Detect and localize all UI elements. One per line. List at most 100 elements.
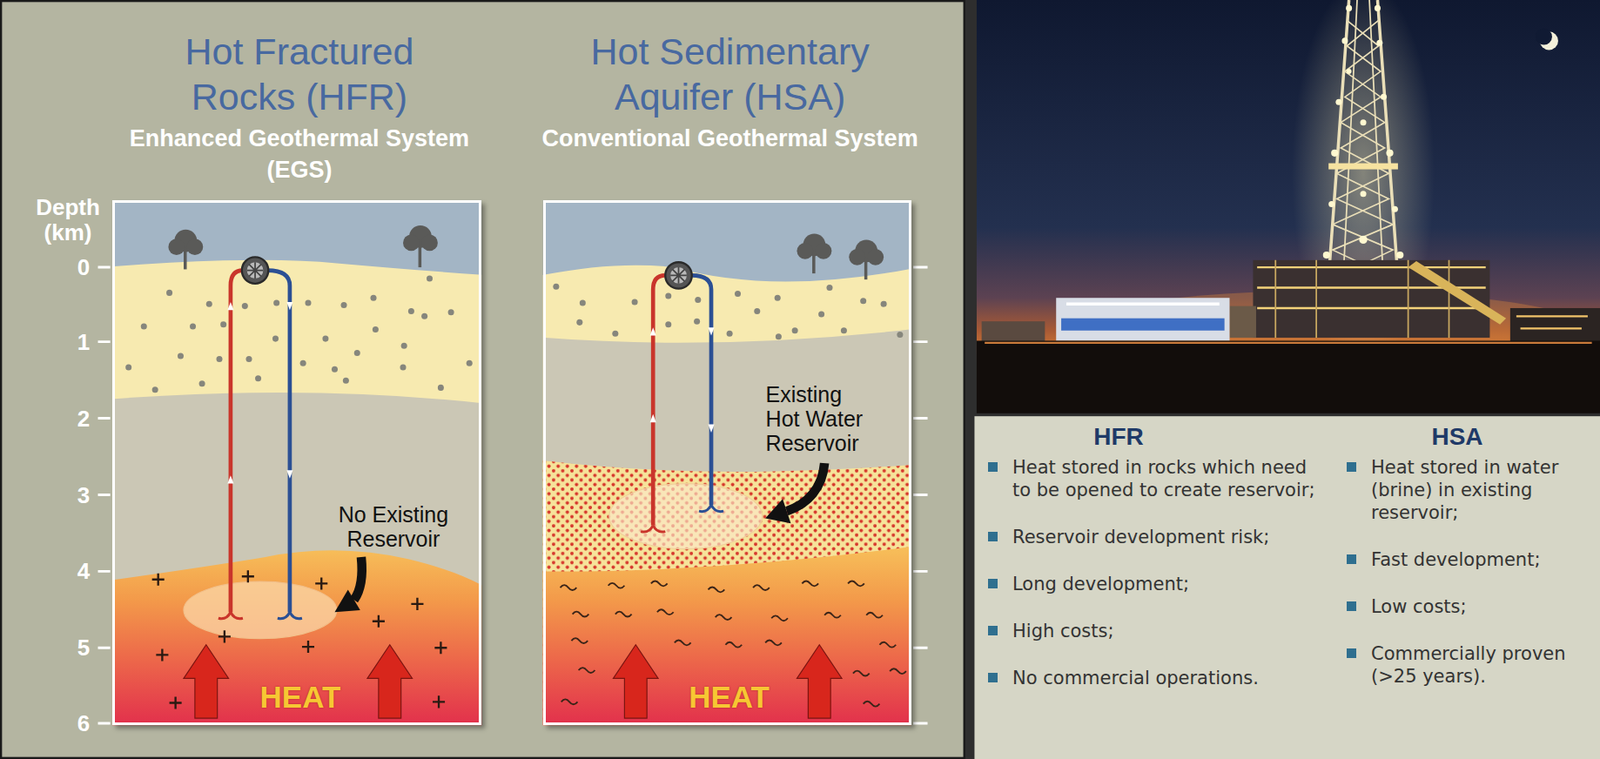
night-sky: [976, 0, 1600, 414]
sediment-dots-part: [273, 300, 280, 307]
power-plant-part: [670, 267, 687, 284]
sediment-dots-part: [125, 363, 132, 370]
system-subtitle: Conventional Geothermal System: [521, 122, 940, 155]
wells-part: [699, 504, 724, 512]
sediment-dots-part: [860, 297, 867, 304]
wells-part: [692, 275, 712, 505]
trees-part: [187, 238, 204, 256]
plus-signs-part: [155, 648, 169, 661]
sediment-dots-part: [426, 275, 433, 282]
sediment-dots-part: [177, 353, 184, 360]
rig-lights-part: [1360, 119, 1367, 126]
left-panel: [0, 0, 965, 759]
system-subtitle: Enhanced Geothermal System (EGS): [107, 122, 491, 186]
rig-base-part: [1229, 306, 1256, 338]
rig-lights-part: [1396, 251, 1404, 259]
pointer-arrow-part: [786, 463, 825, 511]
wavy-marks-part: [615, 611, 632, 618]
sediment-dots-part: [341, 302, 348, 309]
ground: [976, 340, 1600, 413]
sediment-dots-part: [322, 336, 329, 343]
aquifer-dots: [543, 458, 912, 726]
depth-value: 1: [66, 329, 101, 356]
table-bullet: Long development;: [986, 572, 1331, 596]
sediment-dots-part: [631, 298, 639, 305]
sediment-dots-part: [448, 309, 455, 316]
sediment-dots: [125, 275, 473, 393]
rig-lights-part: [1341, 37, 1348, 44]
depth-value: 3: [66, 482, 101, 509]
power-plant-part: [247, 262, 264, 279]
table-bullet: Fast development;: [1344, 548, 1596, 572]
rig-lights-part: [1331, 149, 1338, 157]
hsa-cross-section: [543, 200, 912, 727]
sediment-dots-part: [611, 330, 619, 337]
trees-part: [867, 248, 884, 266]
sediment-dots-part: [421, 313, 428, 320]
flow-marks-part: [286, 470, 293, 478]
rig-lights-part: [1358, 235, 1367, 244]
rig-lights-part: [1360, 190, 1367, 197]
flow-marks-part: [227, 475, 234, 484]
camp-buildings: [981, 297, 1600, 342]
camp-buildings-part: [1061, 318, 1225, 331]
sediment-dots-part: [576, 319, 583, 326]
table-bullet: Heat stored in water (brine) in existing…: [1344, 456, 1596, 525]
drilling-rig-photo: [976, 0, 1600, 414]
flow-marks: [650, 327, 715, 433]
power-plant-part: [670, 267, 687, 284]
rig-lights: [1323, 5, 1405, 259]
power-plant-part: [242, 256, 269, 283]
sediment-dots-part: [896, 331, 903, 338]
trees-part: [421, 235, 438, 252]
wavy-marks-part: [571, 638, 588, 644]
pointer-arrow: [334, 557, 362, 612]
hot-basement: [543, 545, 912, 726]
heat-arrows-part: [796, 645, 842, 719]
sediment-dots-part: [774, 295, 781, 302]
depth-value: 6: [66, 710, 101, 737]
flow-marks-part: [708, 424, 715, 433]
depth-value: 5: [66, 634, 101, 661]
wavy-marks-part: [771, 615, 788, 621]
depth-value: 0: [66, 254, 101, 281]
sediment-dots-part: [300, 360, 307, 367]
sediment-dots-part: [753, 308, 760, 315]
wavy-marks-part: [889, 668, 907, 674]
depth-ticks-part: [98, 267, 111, 724]
flow-marks-part: [286, 302, 293, 310]
wells: [640, 275, 724, 532]
rig-lights-part: [1385, 149, 1393, 157]
camp-buildings-part: [1510, 308, 1600, 343]
heat-arrows: [183, 645, 413, 719]
rig-lights-part: [1374, 5, 1381, 12]
wells-part: [218, 611, 243, 619]
sediment-dots-part: [693, 318, 700, 325]
sediment-dots-part: [372, 326, 379, 333]
derrick-part: [1328, 163, 1399, 170]
sediment-dots-part: [552, 283, 559, 290]
moon-shadow: [1535, 28, 1553, 46]
existing-reservoir: [609, 484, 763, 550]
rig-base-part: [1408, 261, 1507, 325]
camp-buildings-part: [981, 321, 1046, 342]
sediment-dots-part: [199, 380, 206, 387]
diagram-panel: Hot Fractured Rocks (HFR)Enhanced Geothe…: [112, 200, 482, 727]
plus-signs-part: [242, 570, 255, 583]
diagram-panel: Hot Sedimentary Aquifer (HSA)Conventiona…: [543, 200, 912, 727]
plus-signs-part: [152, 573, 165, 586]
column-header: HFR: [1066, 423, 1171, 451]
plus-signs-part: [434, 641, 447, 654]
table-bullet: Heat stored in rocks which need to be op…: [986, 456, 1331, 502]
camp-buildings-part: [1066, 302, 1220, 307]
trees-part: [864, 259, 868, 280]
wavy-marks-part: [847, 580, 865, 586]
wells-part: [230, 270, 243, 613]
sediment-dots-part: [775, 333, 782, 340]
trees-part: [168, 238, 185, 256]
wavy-marks-part: [863, 701, 881, 707]
pointer-arrow-part: [354, 557, 363, 600]
sediment-dots-part: [342, 377, 350, 384]
plus-signs-part: [372, 615, 385, 628]
flow-marks: [227, 302, 293, 485]
